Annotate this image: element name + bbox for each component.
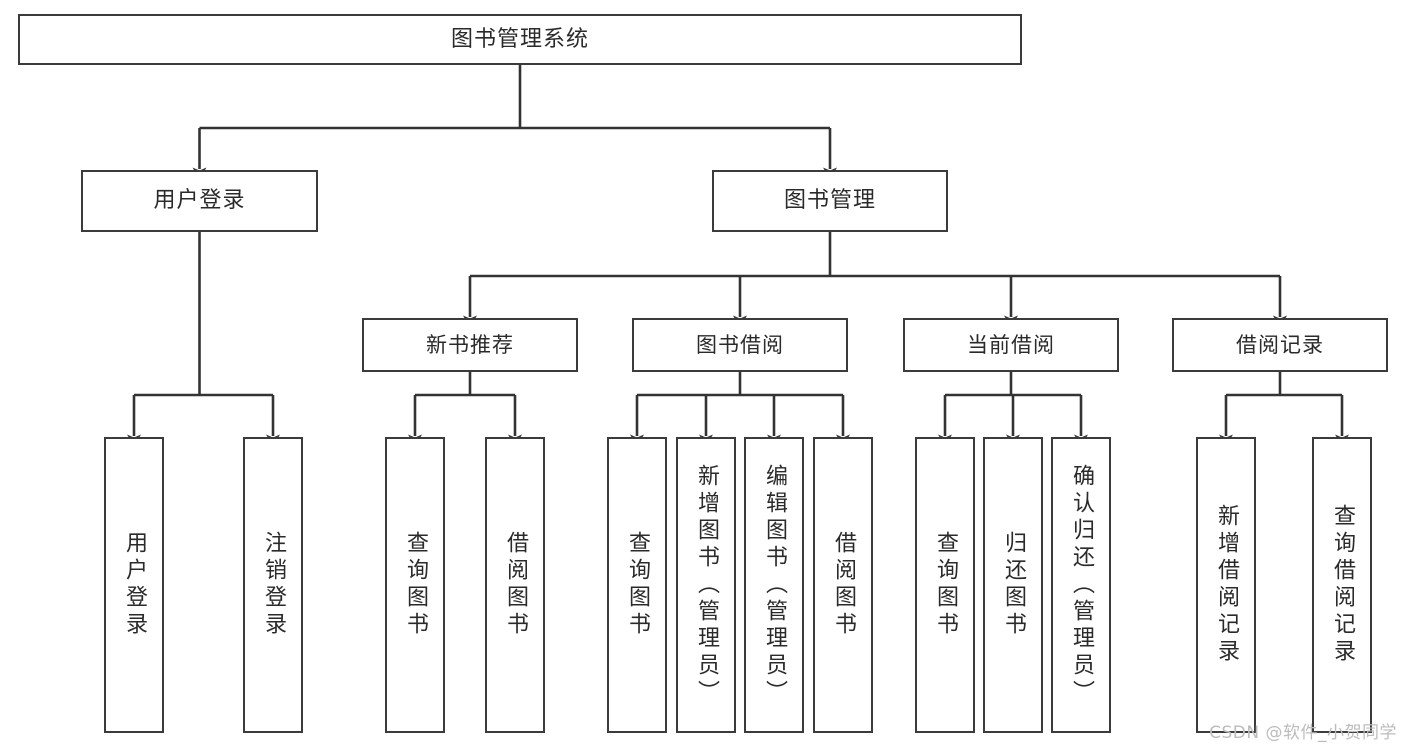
node-label: 确认归还（管理员）: [1069, 463, 1094, 707]
node-current[interactable]: 当前借阅: [903, 318, 1119, 372]
node-label: 借阅记录: [1236, 332, 1324, 357]
node-leaf-bo-ed[interactable]: 编辑图书（管理员）: [744, 437, 804, 733]
node-label: 查询图书: [933, 531, 958, 639]
node-leaf-bo-q[interactable]: 查询图书: [607, 437, 667, 733]
node-records[interactable]: 借阅记录: [1172, 318, 1388, 372]
node-leaf-rc-q[interactable]: 查询借阅记录: [1312, 437, 1372, 733]
node-label: 用户登录: [153, 188, 246, 214]
node-label: 借阅图书: [503, 531, 528, 639]
node-leaf-logout[interactable]: 注销登录: [243, 437, 303, 733]
node-label: 编辑图书（管理员）: [762, 463, 787, 707]
node-label: 查询图书: [403, 531, 428, 639]
node-label: 注销登录: [261, 531, 286, 639]
node-root[interactable]: 图书管理系统: [18, 14, 1022, 65]
node-leaf-rc-add[interactable]: 新增借阅记录: [1196, 437, 1256, 733]
node-label: 当前借阅: [967, 332, 1055, 357]
node-leaf-cu-rt[interactable]: 归还图书: [983, 437, 1043, 733]
node-label: 新增图书（管理员）: [694, 463, 719, 707]
node-borrow[interactable]: 图书借阅: [632, 318, 848, 372]
node-leaf-nb-q[interactable]: 查询图书: [385, 437, 445, 733]
node-label: 查询借阅记录: [1330, 504, 1355, 666]
node-leaf-cu-q[interactable]: 查询图书: [915, 437, 975, 733]
node-label: 图书管理系统: [450, 26, 589, 52]
node-label: 新书推荐: [426, 332, 514, 357]
node-leaf-nb-b[interactable]: 借阅图书: [485, 437, 545, 733]
node-newbook[interactable]: 新书推荐: [362, 318, 578, 372]
node-label: 查询图书: [625, 531, 650, 639]
node-label: 新增借阅记录: [1214, 504, 1239, 666]
node-label: 归还图书: [1001, 531, 1026, 639]
node-login[interactable]: 用户登录: [81, 170, 318, 232]
node-leaf-cu-cf[interactable]: 确认归还（管理员）: [1051, 437, 1111, 733]
node-label: 借阅图书: [831, 531, 856, 639]
node-leaf-bo-add[interactable]: 新增图书（管理员）: [676, 437, 736, 733]
node-leaf-login[interactable]: 用户登录: [104, 437, 164, 733]
node-label: 图书管理: [783, 188, 876, 214]
node-label: 图书借阅: [696, 332, 784, 357]
node-leaf-bo-br[interactable]: 借阅图书: [813, 437, 873, 733]
node-bookmgmt[interactable]: 图书管理: [712, 170, 948, 232]
node-label: 用户登录: [122, 531, 147, 639]
